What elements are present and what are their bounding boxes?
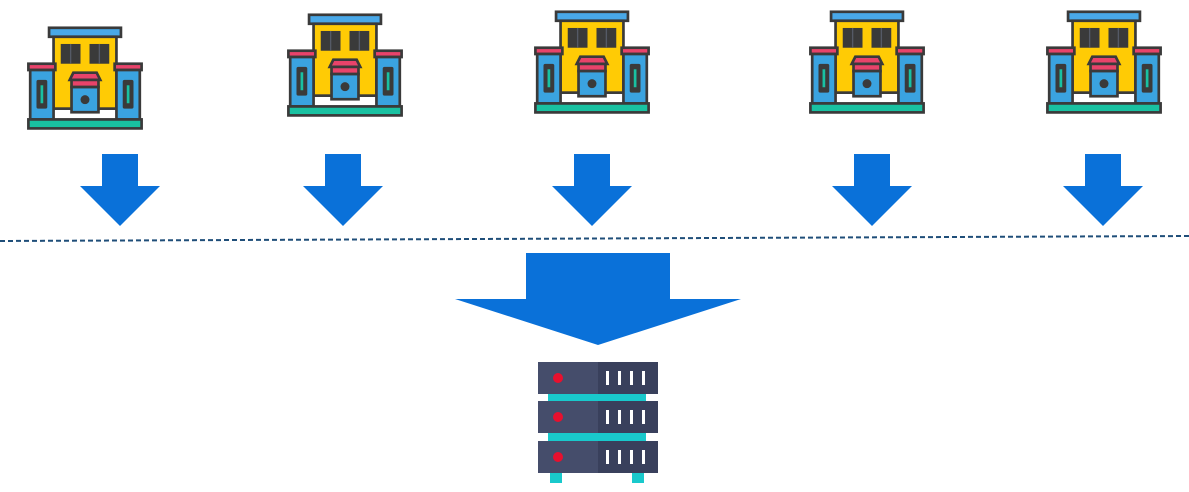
building-icon <box>26 26 144 130</box>
server-rack-icon <box>538 362 658 483</box>
server-unit <box>538 362 658 394</box>
arrow-down-icon <box>1063 154 1143 226</box>
building-icon <box>286 13 404 117</box>
arrow-down-icon <box>303 154 383 226</box>
building-icon <box>808 10 926 114</box>
arrow-down-icon <box>80 154 160 226</box>
arrow-down-wide-icon <box>455 253 741 345</box>
arrow-down-icon <box>552 154 632 226</box>
building-icon <box>533 10 651 114</box>
server-unit <box>538 401 658 433</box>
divider-line <box>0 235 1189 242</box>
server-unit <box>538 441 658 473</box>
source-buildings <box>26 10 1163 130</box>
arrow-down-icon <box>832 154 912 226</box>
flow-arrows <box>80 154 1143 226</box>
building-icon <box>1045 10 1163 114</box>
